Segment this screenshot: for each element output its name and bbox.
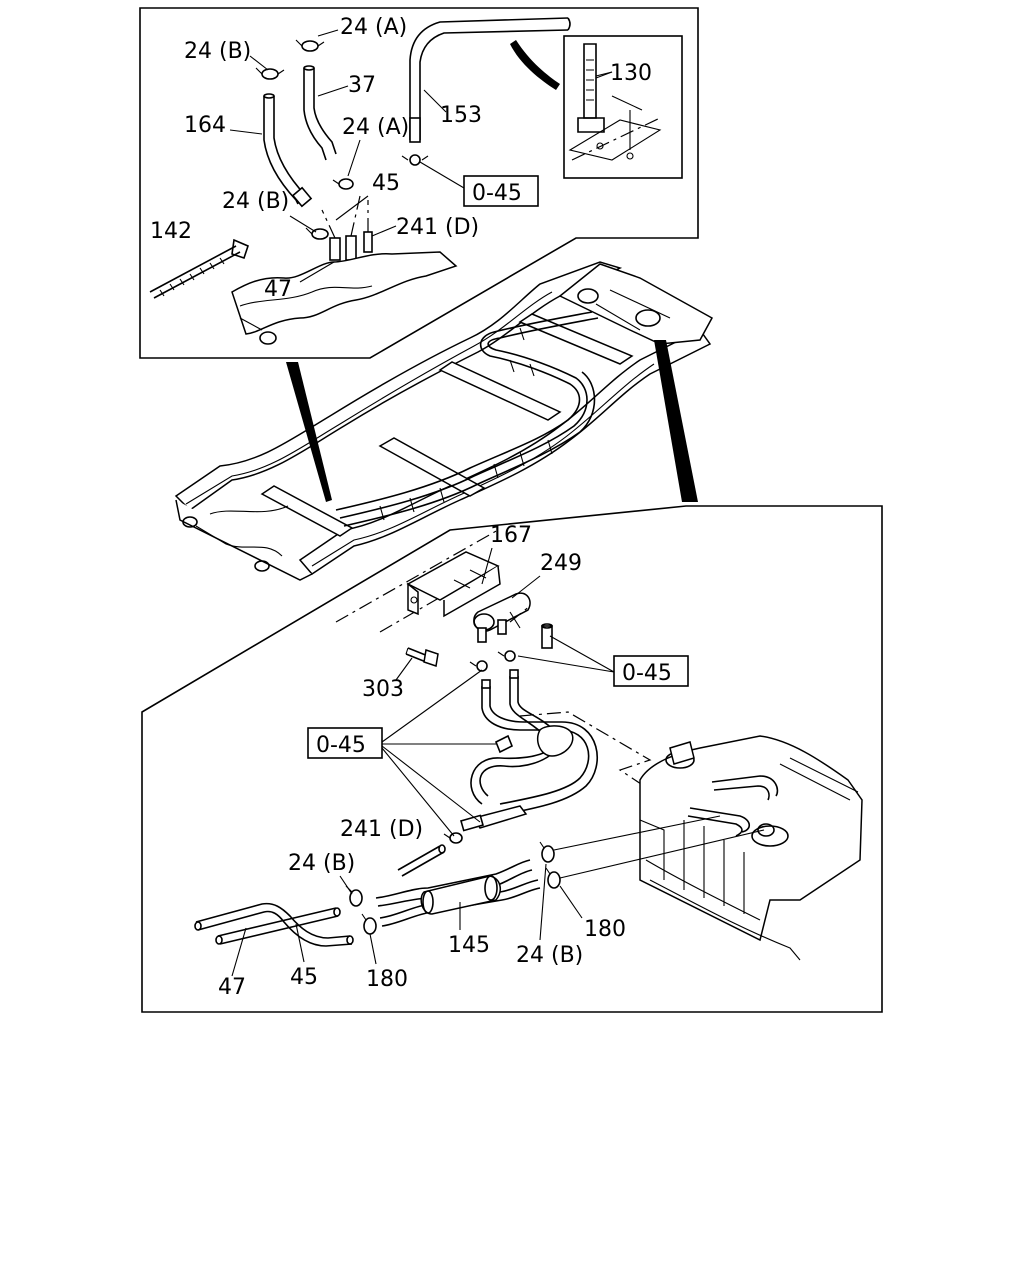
label-47-top: 47: [264, 277, 292, 302]
label-24a-top: 24 (A): [340, 15, 407, 40]
valve-249: [473, 592, 531, 643]
clip-0-45-top: [401, 154, 429, 166]
clamp-24a-mid: [332, 178, 354, 190]
leader-lines-bottom: [231, 547, 615, 977]
clamp-24a-top: [295, 39, 325, 52]
lines-tank-to-clamps: [553, 815, 765, 879]
label-24b-mid: 24 (B): [222, 189, 289, 214]
ref-box-0-45-right: [613, 655, 689, 687]
label-45-top: 45: [372, 171, 400, 196]
bracket-167: [406, 551, 501, 618]
clip-near-241d: [443, 832, 463, 844]
hose-145: [375, 859, 541, 927]
clamp-24b-mid: [305, 227, 329, 240]
label-130: 130: [610, 61, 652, 86]
label-24a-mid: 24 (A): [342, 115, 409, 140]
label-37: 37: [348, 73, 376, 98]
chassis-frame: [174, 261, 714, 581]
label-303: 303: [362, 677, 404, 702]
top-detail-panel: 24 (A) 24 (B) 37 164 153 130 24 (A) 45 2…: [139, 7, 699, 359]
bottom-detail-panel: 167 249 303 0-45 0-45 241 (D) 24 (B) 180…: [141, 505, 883, 1013]
label-180-bottom: 180: [366, 967, 408, 992]
label-180-right: 180: [584, 917, 626, 942]
inset-bracket-130: [563, 35, 683, 179]
label-ref-0-45-left: 0-45: [316, 733, 366, 758]
clamp-180-bottom-right: [545, 867, 561, 889]
label-145: 145: [448, 933, 490, 958]
label-167: 167: [490, 523, 532, 548]
label-24b-bottom-left: 24 (B): [288, 851, 355, 876]
pipe-stubs-top: [321, 195, 373, 261]
ref-box-0-45-left: [307, 727, 383, 759]
label-164: 164: [184, 113, 226, 138]
pointer-to-top-detail: [286, 362, 332, 502]
label-ref-0-45-right: 0-45: [622, 661, 672, 686]
label-47-bottom: 47: [218, 975, 246, 1000]
hose-153: [409, 17, 571, 143]
label-24b-bottom-right: 24 (B): [516, 943, 583, 968]
pointer-to-bottom-detail: [654, 340, 698, 502]
pipe-stub-right: [509, 605, 553, 649]
ref-box-0-45-top: [463, 175, 539, 207]
clamp-24b-top: [255, 67, 285, 80]
hoses-valve-loop: [460, 669, 599, 832]
label-24b-top: 24 (B): [184, 39, 251, 64]
label-ref-0-45-top: 0-45: [472, 181, 522, 206]
label-45-bottom: 45: [290, 965, 318, 990]
cable-tie-142: [149, 238, 249, 299]
leader-lines-top: [229, 29, 613, 283]
clamp-24b-bottom-right: [539, 841, 555, 863]
label-153: 153: [440, 103, 482, 128]
label-249: 249: [540, 551, 582, 576]
hose-164: [263, 93, 313, 208]
frame-section-top: [231, 251, 458, 345]
hose-37: [303, 65, 337, 161]
fuel-tank: [639, 735, 863, 961]
label-241d-top: 241 (D): [396, 215, 479, 240]
clips-0-45-valve: [469, 650, 516, 672]
label-142: 142: [150, 219, 192, 244]
pipes-47-45-bottom: [194, 902, 354, 947]
clip-on-loop: [494, 734, 514, 754]
inset-pointer: [510, 40, 560, 90]
label-241d-bottom: 241 (D): [340, 817, 423, 842]
pipe-241d: [397, 844, 446, 877]
bolt-303: [405, 647, 439, 667]
